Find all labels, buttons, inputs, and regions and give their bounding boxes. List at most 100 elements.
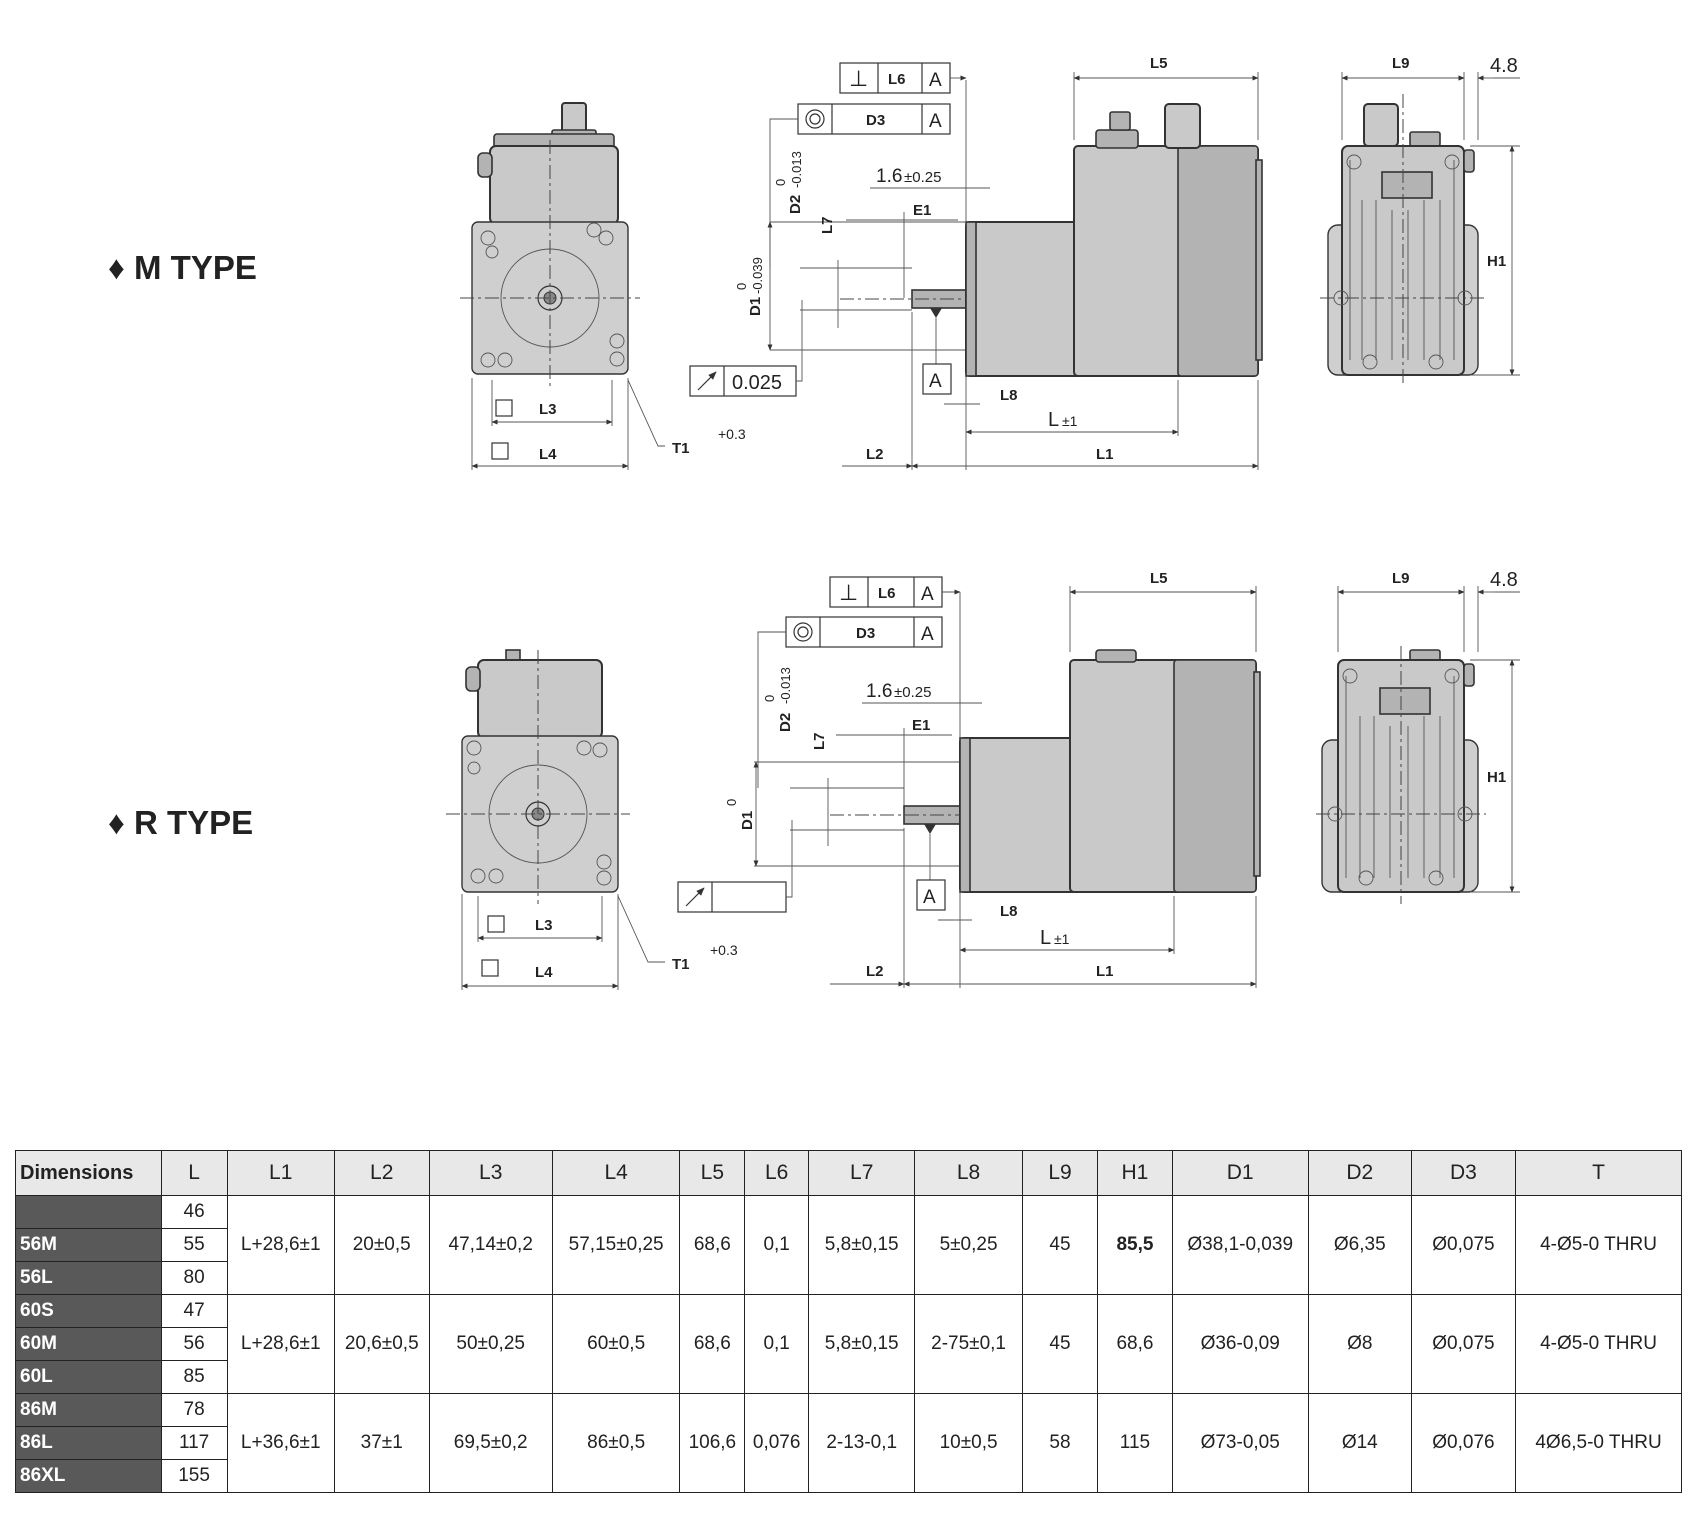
header-cell: L8 bbox=[914, 1150, 1023, 1196]
h1-cell: 115 bbox=[1097, 1393, 1173, 1493]
model-cell: 86M bbox=[15, 1393, 162, 1427]
r-dim16: 1.6 bbox=[866, 681, 892, 702]
model-cell: 56L bbox=[15, 1261, 162, 1295]
table-row: 86M 78 L+36,6±1 37±1 69,5±0,2 86±0,5 106… bbox=[15, 1393, 1682, 1493]
l5-cell: 68,6 bbox=[679, 1294, 746, 1394]
header-cell: H1 bbox=[1097, 1150, 1173, 1196]
l7-cell: 5,8±0,15 bbox=[808, 1195, 916, 1295]
l3-cell: 47,14±0,2 bbox=[428, 1195, 553, 1295]
l-cell: 155 bbox=[160, 1459, 228, 1493]
m-side-view: ⊥ L6 A D3 A D2 0 -0.013 D1 0 -0.039 L7 bbox=[689, 55, 1263, 470]
table-row: 60M 56 bbox=[15, 1327, 1682, 1361]
l1-cell: L+28,6±1 bbox=[226, 1195, 335, 1295]
m-datum-a: A bbox=[929, 371, 942, 392]
svg-text:0: 0 bbox=[734, 283, 749, 290]
model-cell: 56M bbox=[15, 1228, 162, 1262]
l1-cell: L+36,6±1 bbox=[226, 1393, 335, 1493]
svg-text:0: 0 bbox=[762, 695, 777, 702]
m-t1-label: T1 bbox=[672, 440, 690, 457]
r-type-label: ♦ R TYPE bbox=[108, 804, 253, 841]
l-cell: 117 bbox=[160, 1426, 228, 1460]
r-l7-label: L7 bbox=[811, 732, 828, 750]
table-row: 86L 117 bbox=[15, 1426, 1682, 1460]
header-cell: L2 bbox=[333, 1150, 430, 1196]
l2-cell: 20±0,5 bbox=[333, 1195, 430, 1295]
r-type-drawing: ♦ R TYPE L3 L4 T1 bbox=[108, 569, 1520, 990]
technical-drawing: ♦ M TYPE L3 bbox=[108, 55, 1520, 990]
r-rear-view: L9 4.8 H1 bbox=[1316, 569, 1520, 904]
l1-cell: L+28,6±1 bbox=[226, 1294, 335, 1394]
l8-cell: 2-75±0,1 bbox=[914, 1294, 1023, 1394]
m-l5-label: L5 bbox=[1150, 55, 1168, 72]
r-d1-tol: 0 bbox=[724, 799, 739, 806]
d3-cell: Ø0,075 bbox=[1410, 1294, 1517, 1394]
l-cell: 78 bbox=[160, 1393, 228, 1427]
m-l4-label: L4 bbox=[539, 446, 557, 463]
r-datum-a: A bbox=[923, 887, 936, 908]
l-cell: 56 bbox=[160, 1327, 228, 1361]
r-l3-label: L3 bbox=[535, 917, 553, 934]
header-cell: L9 bbox=[1021, 1150, 1099, 1196]
table-row: 86XL 155 bbox=[15, 1459, 1682, 1493]
r-l4-label: L4 bbox=[535, 964, 553, 981]
d2-cell: Ø14 bbox=[1307, 1393, 1412, 1493]
r-l-label: L bbox=[1040, 927, 1051, 949]
svg-text:-0.039: -0.039 bbox=[750, 257, 765, 294]
table-row: 60S 47 L+28,6±1 20,6±0,5 50±0,25 60±0,5 … bbox=[15, 1294, 1682, 1394]
r-h1-label: H1 bbox=[1487, 769, 1506, 786]
m-l7-label: L7 bbox=[819, 216, 836, 234]
svg-text:-0.013: -0.013 bbox=[778, 667, 793, 704]
header-cell: D3 bbox=[1410, 1150, 1517, 1196]
header-cell: T bbox=[1515, 1150, 1682, 1196]
svg-text:0: 0 bbox=[773, 179, 788, 186]
l-cell: 80 bbox=[160, 1261, 228, 1295]
m-l-tol: ±1 bbox=[1062, 413, 1078, 429]
m-h1-label: H1 bbox=[1487, 253, 1506, 270]
m-t1-tol: +0.3 bbox=[718, 426, 746, 442]
model-cell: 60L bbox=[15, 1360, 162, 1394]
l-cell: 46 bbox=[160, 1195, 228, 1229]
r-e1-label: E1 bbox=[912, 717, 930, 734]
r-l6-label: L6 bbox=[878, 585, 896, 602]
m-type-label: ♦ M TYPE bbox=[108, 249, 257, 286]
l6-cell: 0,076 bbox=[744, 1393, 810, 1493]
l3-cell: 50±0,25 bbox=[428, 1294, 553, 1394]
m-l9-label: L9 bbox=[1392, 55, 1410, 72]
r-front-view: L3 L4 T1 +0.3 bbox=[446, 649, 738, 990]
r-t1-label: T1 bbox=[672, 956, 690, 973]
m-frame-a2: A bbox=[929, 111, 942, 132]
m-type-drawing: ♦ M TYPE L3 bbox=[108, 55, 1520, 470]
model-cell: 60S bbox=[15, 1294, 162, 1328]
r-l-tol: ±1 bbox=[1054, 931, 1070, 947]
r-t1-tol: +0.3 bbox=[710, 942, 738, 958]
m-l1-label: L1 bbox=[1096, 446, 1114, 463]
r-l5-label: L5 bbox=[1150, 570, 1168, 587]
h1-cell: 85,5 bbox=[1097, 1195, 1173, 1295]
l9-cell: 45 bbox=[1021, 1195, 1099, 1295]
header-cell: Dimensions bbox=[15, 1150, 162, 1196]
r-side-view: ⊥ L6 A D3 A D2 0 -0.013 D1 0 L7 E1 bbox=[677, 570, 1261, 988]
m-d3-label: D3 bbox=[866, 112, 885, 129]
model-cell bbox=[15, 1195, 162, 1229]
l2-cell: 20,6±0,5 bbox=[333, 1294, 430, 1394]
svg-text:⊥: ⊥ bbox=[839, 580, 858, 605]
m-d1-label: D1 bbox=[747, 297, 764, 316]
l7-cell: 5,8±0,15 bbox=[808, 1294, 916, 1394]
header-cell: L4 bbox=[551, 1150, 681, 1196]
m-l2-label: L2 bbox=[866, 446, 884, 463]
l5-cell: 68,6 bbox=[679, 1195, 746, 1295]
header-cell: L1 bbox=[226, 1150, 335, 1196]
r-l8-label: L8 bbox=[1000, 903, 1018, 920]
m-d2-label: D2 bbox=[787, 195, 804, 214]
svg-text:-0.013: -0.013 bbox=[789, 151, 804, 188]
m-rear-view: L9 4.8 H1 bbox=[1320, 55, 1520, 384]
m-dim16: 1.6 bbox=[876, 166, 902, 187]
l-cell: 55 bbox=[160, 1228, 228, 1262]
r-dim16-tol: ±0.25 bbox=[894, 684, 931, 701]
d3-cell: Ø0,076 bbox=[1410, 1393, 1517, 1493]
m-l6-label: L6 bbox=[888, 71, 906, 88]
m-e1-label: E1 bbox=[913, 202, 931, 219]
m-dim48: 4.8 bbox=[1490, 55, 1518, 77]
d1-cell: Ø36-0,09 bbox=[1171, 1294, 1309, 1394]
r-l9-label: L9 bbox=[1392, 570, 1410, 587]
